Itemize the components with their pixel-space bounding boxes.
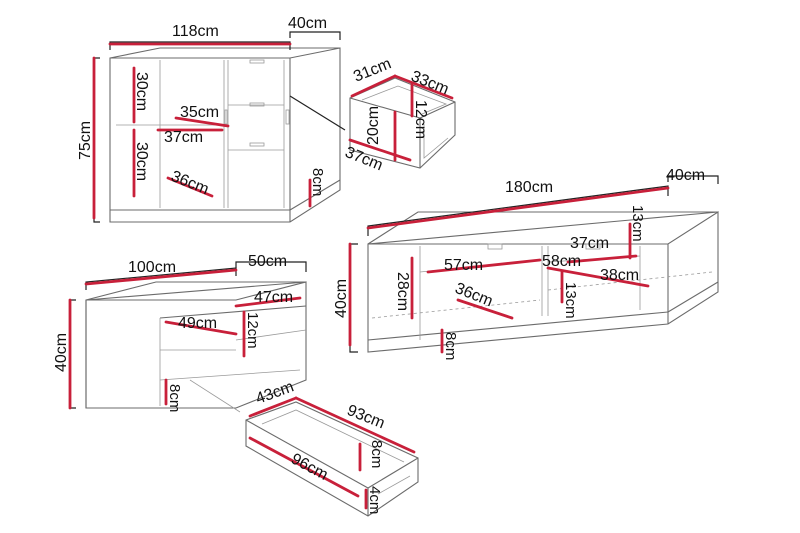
sideboard-bottom-width-label: 36cm: [169, 168, 212, 198]
small-drawer-bottom-label: 4cm: [366, 486, 383, 514]
tv-small-depth-label: 50cm: [248, 253, 287, 270]
sideboard-shelf-lower-label: 30cm: [133, 142, 150, 181]
tv-large-right-depth-label: 38cm: [600, 267, 639, 284]
tv-large-height-label: 40cm: [333, 279, 350, 318]
tv-large-inner-depth-label: 37cm: [570, 235, 609, 252]
drawer-inner-height-label: 20cm: [365, 106, 382, 145]
sideboard-shelf-upper-label: 30cm: [133, 72, 150, 111]
small-drawer-height-label: 8cm: [368, 440, 385, 468]
tv-large-middle-width-label: 58cm: [542, 253, 581, 270]
tv-small-height-label: 40cm: [53, 333, 70, 372]
drawer-depth-label: 33cm: [409, 68, 452, 98]
sideboard-shelf-depth-label: 37cm: [164, 129, 203, 146]
tv-small-shelf-depth-label: 47cm: [254, 289, 293, 306]
tv-stand-small: [68, 261, 307, 413]
tv-large-top-gap-label: 13cm: [629, 205, 646, 242]
tv-large-right-height-label: 13cm: [562, 282, 579, 319]
tv-small-width-label: 100cm: [128, 259, 176, 276]
tv-large-compartment-width-label: 57cm: [444, 257, 483, 274]
tv-large-plinth-label: 8cm: [442, 332, 459, 360]
tv-large-width-label: 180cm: [505, 179, 553, 196]
sideboard: [92, 31, 346, 223]
drawer-height-label: 12cm: [412, 100, 429, 139]
sideboard-height-label: 75cm: [77, 121, 94, 160]
tv-large-depth-label: 40cm: [666, 167, 705, 184]
tv-small-shelf-height-label: 12cm: [244, 312, 261, 349]
small-drawer-width-label: 43cm: [254, 378, 297, 407]
sideboard-drawer: [348, 74, 456, 169]
sideboard-shelf-width-label: 35cm: [180, 104, 219, 121]
tv-small-shelf-width-label: 49cm: [178, 315, 217, 332]
sideboard-plinth-label: 8cm: [309, 168, 326, 196]
sideboard-width-label: 118cm: [172, 23, 219, 40]
tv-large-compartment-height-label: 28cm: [394, 272, 411, 311]
tv-small-drawer: [245, 396, 419, 517]
tv-stand-large: [348, 175, 719, 354]
tv-small-plinth-label: 8cm: [166, 384, 183, 412]
sideboard-depth-label: 40cm: [288, 15, 327, 32]
